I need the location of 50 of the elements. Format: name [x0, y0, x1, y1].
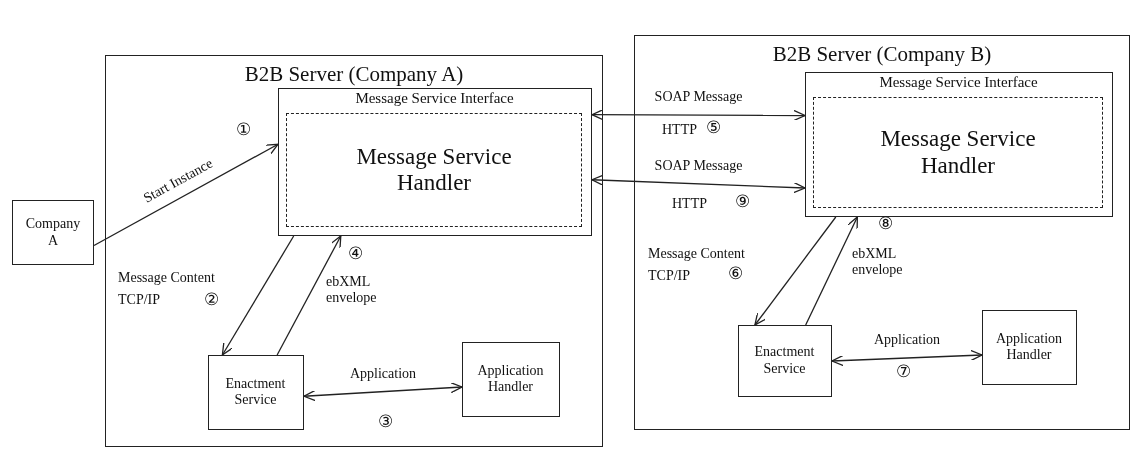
annotation: Message Content: [648, 246, 745, 263]
node-label: Application Handler: [995, 330, 1063, 364]
node-label: Application Handler: [477, 362, 544, 396]
arrow: [591, 174, 806, 194]
node-label: Message Service Handler: [879, 126, 1037, 179]
step-number: ③: [378, 412, 393, 432]
arrow: [221, 235, 295, 356]
process-box: [461, 341, 560, 417]
box-title: B2B Server (Company A): [244, 62, 464, 87]
arrow: [754, 216, 837, 326]
annotation: HTTP: [672, 196, 707, 213]
process-box: [981, 309, 1077, 385]
node-label: Company A: [25, 216, 81, 249]
step-number: ⑥: [728, 264, 743, 284]
edge-label: SOAP Message: [652, 157, 745, 174]
step-number: ④: [348, 244, 363, 264]
handler-box: [813, 97, 1103, 208]
node-label: Message Service Handler: [355, 143, 513, 197]
node-label: Enactment Service: [754, 344, 815, 377]
step-number: ⑤: [706, 118, 721, 138]
interface-box: [804, 71, 1113, 217]
annotation: HTTP: [662, 122, 697, 139]
step-number: ①: [236, 120, 251, 140]
process-box: [737, 324, 832, 397]
arrow: [93, 143, 279, 247]
node-label: Message Service Interface: [355, 89, 514, 107]
arrow: [831, 349, 983, 367]
step-number: ⑧: [878, 214, 893, 234]
node-label: Enactment Service: [225, 375, 286, 409]
annotation: Message Content: [118, 270, 215, 287]
arrow: [805, 216, 858, 326]
annotation: ebXML envelope: [852, 246, 904, 279]
step-number: ⑨: [735, 192, 750, 212]
box-title: B2B Server (Company B): [772, 42, 992, 67]
handler-box: [286, 113, 582, 227]
step-number: ②: [204, 290, 219, 310]
edge-label: Application: [347, 365, 419, 381]
process-box: [207, 354, 304, 430]
edge-label: SOAP Message: [652, 89, 745, 105]
edge-label: Application: [871, 332, 943, 348]
interface-box: [277, 87, 592, 236]
step-number: ⑦: [896, 362, 911, 382]
annotation: ebXML envelope: [326, 274, 378, 307]
node-label: Message Service Interface: [879, 73, 1038, 91]
annotation: TCP/IP: [648, 268, 690, 285]
annotation: TCP/IP: [118, 292, 160, 309]
arrow: [303, 382, 463, 402]
arrow: [591, 109, 806, 122]
process-box: [12, 200, 94, 265]
arrow: [276, 235, 342, 356]
